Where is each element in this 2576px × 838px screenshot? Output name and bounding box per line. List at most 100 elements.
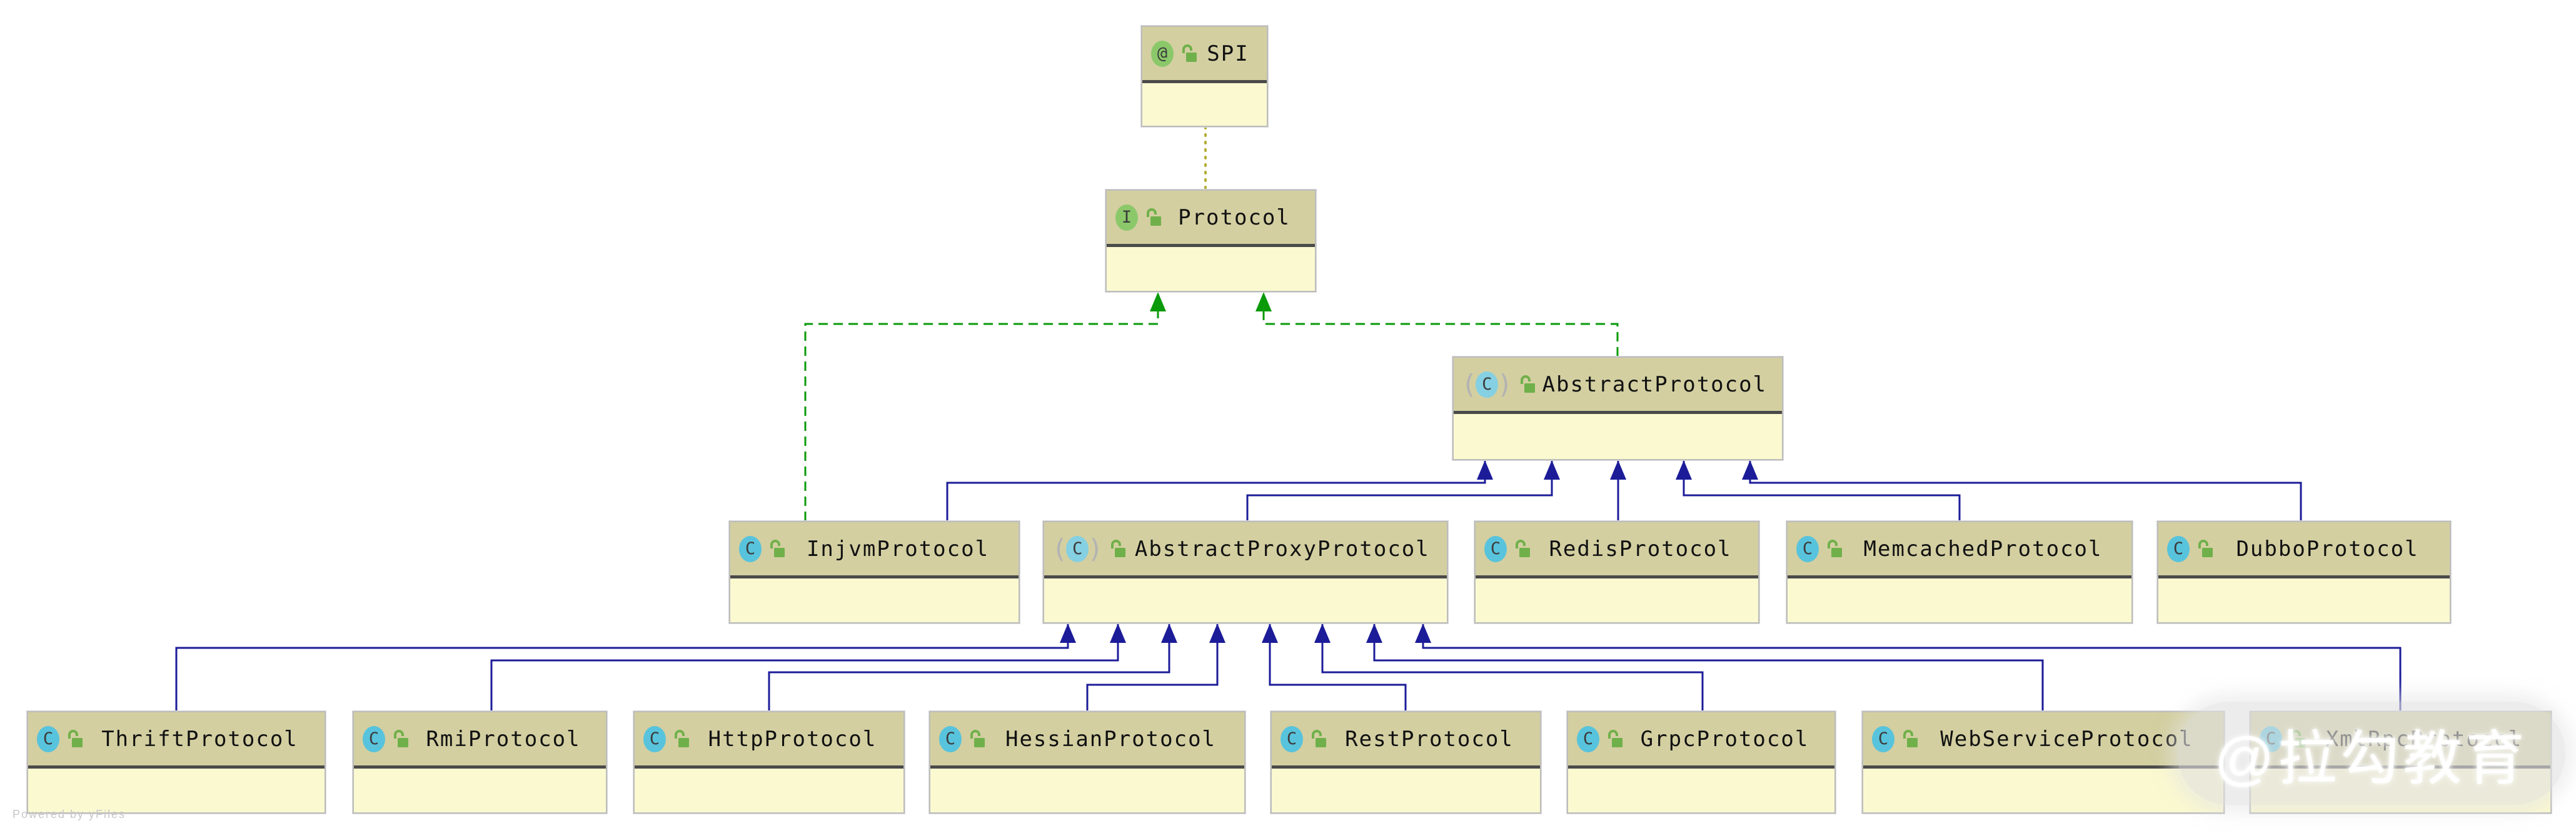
diagram-node-ThriftProtocol[interactable]: C ThriftProtocol xyxy=(27,711,326,814)
node-title: ThriftProtocol xyxy=(101,726,298,752)
edge-extends-RestProtocol-to-AbstractProxyProtocol xyxy=(1269,623,1407,711)
edge-implements-AbstractProtocol-to-Protocol xyxy=(1262,292,1619,356)
class-icon: C xyxy=(1577,725,1599,752)
node-attributes-compartment xyxy=(1476,578,1758,619)
powered-by-yfiles-link[interactable]: Powered by yFiles xyxy=(13,808,126,820)
abstract-paren: ) xyxy=(1087,533,1104,564)
diagram-node-DubboProtocol[interactable]: C DubboProtocol xyxy=(2157,521,2451,623)
node-title: HttpProtocol xyxy=(708,726,877,752)
arrowhead-XmlRpcProtocol-to-AbstractProxyProtocol xyxy=(1415,623,1431,643)
public-lock-icon xyxy=(1903,730,1918,747)
class-icon: C xyxy=(1280,725,1303,752)
node-header: C ThriftProtocol xyxy=(28,712,325,769)
node-title: MemcachedProtocol xyxy=(1863,536,2103,562)
class-icon: C xyxy=(1872,725,1894,752)
arrowhead-RedisProtocol-to-AbstractProtocol xyxy=(1610,460,1626,480)
arrowhead-RmiProtocol-to-AbstractProxyProtocol xyxy=(1110,623,1126,643)
diagram-node-AbstractProxyProtocol[interactable]: (C) AbstractProxyProtocol xyxy=(1043,521,1448,623)
edge-extends-MemcachedProtocol-to-AbstractProtocol xyxy=(1683,460,1961,521)
node-title: RestProtocol xyxy=(1345,726,1514,752)
edge-extends-RmiProtocol-to-AbstractProxyProtocol xyxy=(490,623,1119,711)
public-lock-icon xyxy=(1516,540,1530,557)
abstract-paren: ) xyxy=(1497,368,1513,400)
class-icon: C xyxy=(2167,535,2190,562)
node-title: RmiProtocol xyxy=(426,726,581,752)
class-icon: C xyxy=(1484,535,1507,562)
diagram-node-InjvmProtocol[interactable]: C InjvmProtocol xyxy=(729,521,1020,623)
diagram-node-WebServiceProtocol[interactable]: C WebServiceProtocol xyxy=(1862,711,2225,814)
public-lock-icon xyxy=(1312,730,1326,747)
node-attributes-compartment xyxy=(1107,247,1315,288)
public-lock-icon xyxy=(394,730,408,747)
class-icon: C xyxy=(739,535,762,562)
node-header: C HttpProtocol xyxy=(635,712,903,769)
arrowhead-WebServiceProtocol-to-AbstractProxyProtocol xyxy=(1366,623,1382,643)
node-title: HessianProtocol xyxy=(1005,726,1217,752)
node-title: Protocol xyxy=(1178,204,1291,230)
diagram-node-RestProtocol[interactable]: C RestProtocol xyxy=(1270,711,1541,814)
diagram-node-HttpProtocol[interactable]: C HttpProtocol xyxy=(633,711,905,814)
abstract-paren: ( xyxy=(1052,533,1068,564)
node-header: C RmiProtocol xyxy=(354,712,606,769)
diagram-node-RmiProtocol[interactable]: C RmiProtocol xyxy=(353,711,607,814)
edge-extends-AbstractProxyProtocol-to-AbstractProtocol xyxy=(1246,460,1553,521)
arrowhead-GrpcProtocol-to-AbstractProxyProtocol xyxy=(1314,623,1331,643)
arrowhead-InjvmProtocol-to-Protocol xyxy=(1150,292,1166,311)
diagram-node-HessianProtocol[interactable]: C HessianProtocol xyxy=(929,711,1245,814)
public-lock-icon xyxy=(675,730,689,747)
node-attributes-compartment xyxy=(1788,578,2131,619)
arrowhead-HttpProtocol-to-AbstractProxyProtocol xyxy=(1161,623,1177,643)
node-attributes-compartment xyxy=(1044,578,1447,619)
public-lock-icon xyxy=(2198,540,2213,557)
class-icon: C xyxy=(1796,535,1819,562)
node-attributes-compartment xyxy=(1454,414,1782,456)
public-lock-icon xyxy=(1182,44,1197,62)
interface-icon: I xyxy=(1115,204,1138,231)
node-header: C HessianProtocol xyxy=(930,712,1244,769)
annotation-icon: @ xyxy=(1151,40,1174,67)
public-lock-icon xyxy=(970,730,985,747)
node-attributes-compartment xyxy=(1272,769,1540,809)
edge-extends-HttpProtocol-to-AbstractProxyProtocol xyxy=(768,623,1170,711)
node-attributes-compartment xyxy=(635,769,903,809)
edge-implements-InjvmProtocol-to-Protocol xyxy=(804,292,1159,521)
node-title: SPI xyxy=(1207,41,1249,66)
diagram-node-RedisProtocol[interactable]: C RedisProtocol xyxy=(1474,521,1759,623)
edge-extends-XmlRpcProtocol-to-AbstractProxyProtocol xyxy=(1422,623,2402,711)
arrowhead-AbstractProtocol-to-Protocol xyxy=(1255,292,1272,311)
arrowhead-ThriftProtocol-to-AbstractProxyProtocol xyxy=(1060,623,1076,643)
diagram-node-GrpcProtocol[interactable]: C GrpcProtocol xyxy=(1567,711,1836,814)
node-header: C RedisProtocol xyxy=(1476,522,1758,578)
node-title: RedisProtocol xyxy=(1549,536,1732,562)
diagram-node-AbstractProtocol[interactable]: (C) AbstractProtocol xyxy=(1452,356,1783,460)
node-header: C GrpcProtocol xyxy=(1568,712,1834,769)
arrowhead-RestProtocol-to-AbstractProxyProtocol xyxy=(1262,623,1278,643)
node-header: I Protocol xyxy=(1107,191,1315,247)
node-attributes-compartment xyxy=(730,578,1019,619)
node-header: (C) AbstractProtocol xyxy=(1454,358,1782,414)
arrowhead-HessianProtocol-to-AbstractProxyProtocol xyxy=(1209,623,1225,643)
class-icon: C xyxy=(363,725,385,752)
node-attributes-compartment xyxy=(28,769,325,809)
diagram-node-MemcachedProtocol[interactable]: C MemcachedProtocol xyxy=(1786,521,2133,623)
watermark-badge: @拉勾教育 xyxy=(2177,702,2565,805)
diagram-node-Protocol[interactable]: I Protocol xyxy=(1105,189,1316,292)
edge-extends-GrpcProtocol-to-AbstractProxyProtocol xyxy=(1321,623,1704,711)
node-header: @ SPI xyxy=(1142,27,1267,83)
node-header: C DubboProtocol xyxy=(2158,522,2450,578)
node-header: C WebServiceProtocol xyxy=(1863,712,2223,769)
public-lock-icon xyxy=(1608,730,1623,747)
diagram-node-SPI[interactable]: @ SPI xyxy=(1141,26,1268,127)
node-title: GrpcProtocol xyxy=(1640,726,1809,752)
watermark-text: @拉勾教育 xyxy=(2214,725,2528,791)
class-icon: C xyxy=(939,725,962,752)
node-attributes-compartment xyxy=(1568,769,1834,809)
arrowhead-InjvmProtocol-to-AbstractProtocol xyxy=(1477,460,1493,480)
node-attributes-compartment xyxy=(1142,83,1267,123)
abstract-paren: ( xyxy=(1461,368,1477,400)
node-title: DubboProtocol xyxy=(2236,536,2419,562)
class-icon: C xyxy=(643,725,666,752)
edge-extends-WebServiceProtocol-to-AbstractProxyProtocol xyxy=(1373,623,2044,711)
arrowhead-AbstractProxyProtocol-to-AbstractProtocol xyxy=(1544,460,1560,480)
